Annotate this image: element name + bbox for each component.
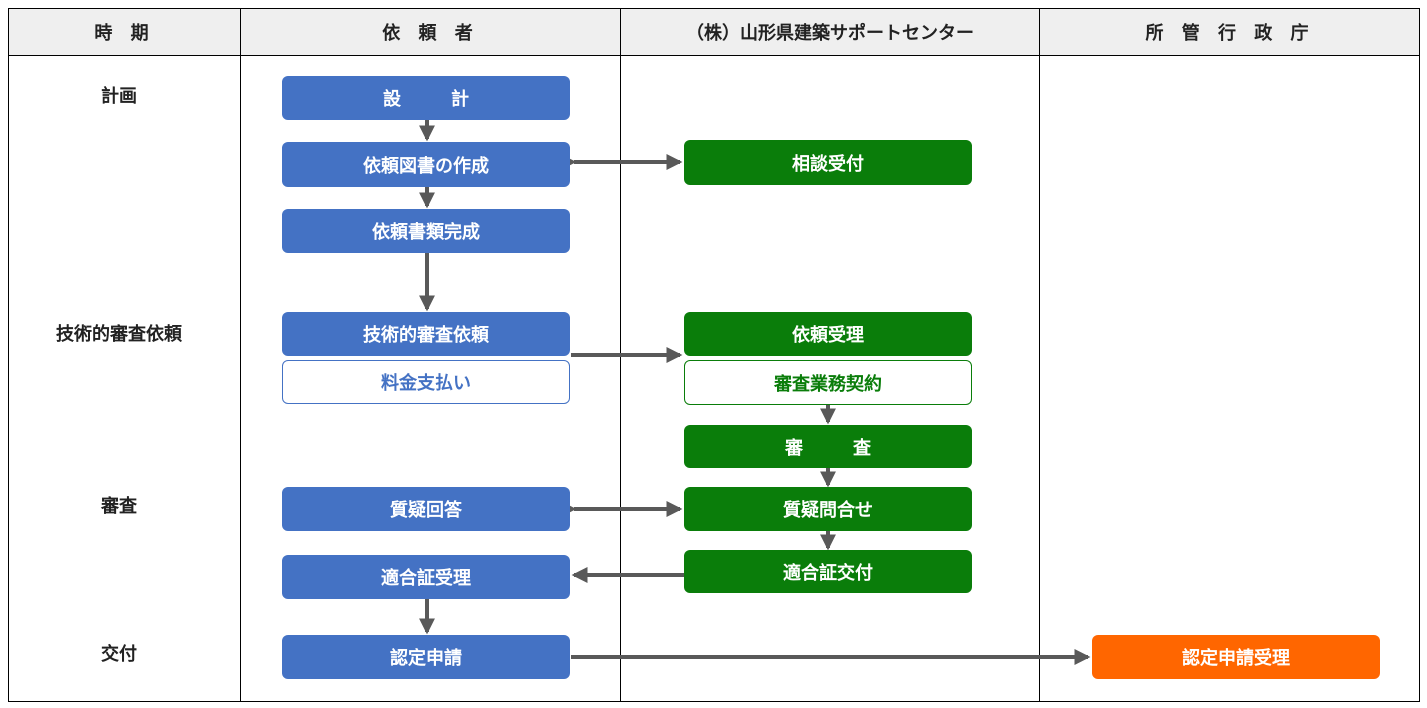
header-requester: 依 頼 者 [382,23,479,44]
box-payment: 料金支払い [282,360,570,404]
box-accept: 依頼受理 [684,312,972,356]
header-period: 時 期 [94,23,155,44]
box-inquiry: 質疑問合せ [684,487,972,531]
box-review: 審 査 [684,425,972,468]
box-apply: 認定申請 [282,635,570,679]
box-accept-apply: 認定申請受理 [1092,635,1380,679]
header-center: （株）山形県建築サポートセンター [686,23,974,44]
box-consult: 相談受付 [684,140,972,185]
column-divider [1039,8,1040,702]
box-design: 設 計 [282,76,570,120]
box-tech-request: 技術的審査依頼 [282,312,570,356]
phase-issue: 交付 [101,644,137,665]
box-receive-cert: 適合証受理 [282,555,570,599]
box-contract: 審査業務契約 [684,360,972,405]
box-docs-complete: 依頼書類完成 [282,209,570,253]
phase-plan: 計画 [101,86,137,107]
box-issue-cert: 適合証交付 [684,550,972,593]
phase-review: 審査 [101,496,137,517]
column-divider [240,8,241,702]
box-answer: 質疑回答 [282,487,570,531]
phase-tech-request: 技術的審査依頼 [56,324,182,345]
flow-table-frame [8,8,1420,702]
header-authority: 所 管 行 政 庁 [1145,23,1315,44]
header-row [9,9,1419,56]
box-create-docs: 依頼図書の作成 [282,142,570,187]
